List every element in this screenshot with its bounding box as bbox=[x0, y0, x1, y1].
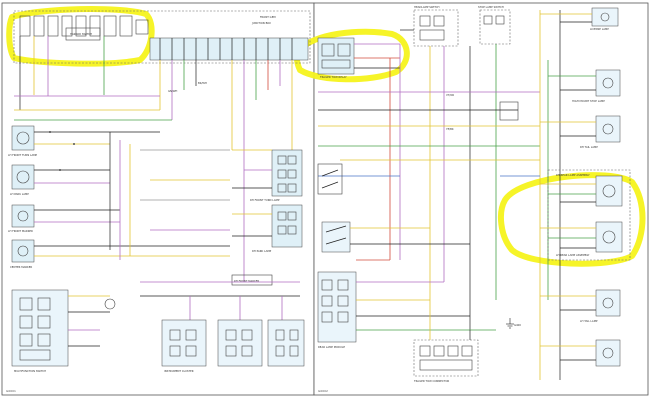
rh-rear-lamp-assembly bbox=[595, 175, 623, 207]
stop-lamp-switch bbox=[321, 221, 351, 253]
lh-front-marker bbox=[11, 204, 35, 228]
connector-c2 bbox=[217, 319, 263, 367]
lh-front-marker-label: LH FRONT MARKER bbox=[8, 229, 33, 233]
center-marker-group: CENTER MARKER bbox=[10, 239, 230, 269]
high-mount-stop-group: HIGH MOUNT STOP LAMP bbox=[548, 69, 621, 103]
center-marker-label: CENTER MARKER bbox=[10, 265, 32, 269]
high-mount-stop-lamp bbox=[595, 69, 621, 97]
highlight-top-center bbox=[294, 28, 410, 83]
connector-c3 bbox=[267, 319, 305, 367]
lh-front-turn-lamp bbox=[11, 125, 35, 151]
ground-g400-label: G400 bbox=[514, 323, 521, 327]
splice-ladder bbox=[109, 132, 230, 260]
rh-tail-lamp bbox=[595, 115, 621, 143]
rear-lamp-module-label: REAR LAMP MODULE bbox=[318, 345, 345, 349]
instrument-cluster-connectors: INSTRUMENT CLUSTER bbox=[161, 296, 305, 373]
trailer-tow-relay-block: TRAILER TOW RELAY bbox=[317, 37, 400, 79]
license-lamp-group: LICENSE LAMP bbox=[540, 7, 619, 31]
rh-front-marker-group: RH FRONT MARKER bbox=[140, 274, 300, 297]
left-page-number: G0001 bbox=[6, 389, 16, 393]
trailer-tow-label: TRAILER TOW CONNECTOR bbox=[414, 379, 449, 383]
connector-c1 bbox=[161, 319, 207, 367]
ground-g400: G400 bbox=[506, 318, 521, 329]
lh-rear-lamp-label: LH REAR LAMP ASSEMBLY bbox=[556, 253, 590, 257]
lh-front-turn-label: LH FRONT TURN LAMP bbox=[8, 153, 37, 157]
front-gem-module-box bbox=[13, 10, 311, 64]
lh-park-lamp-label: LH PARK LAMP bbox=[10, 192, 29, 196]
high-mount-label: HIGH MOUNT STOP LAMP bbox=[572, 99, 605, 103]
highlight-marks bbox=[6, 5, 646, 267]
lh-tail-lamp-label: LH TAIL LAMP bbox=[580, 319, 598, 323]
headlamp-switch-label: HEADLAMP SWITCH bbox=[414, 5, 439, 9]
rh-front-marker-label: RH FRONT MARKER bbox=[234, 279, 259, 283]
stop-lamp-switch-label: STOP LAMP SWITCH bbox=[478, 5, 504, 9]
rear-side-marker-lamp bbox=[595, 339, 621, 367]
rh-rear-lamp-label: RH REAR LAMP ASSEMBLY bbox=[556, 173, 590, 177]
multifunction-switch-block: MULTIFUNCTION SWITCH bbox=[11, 289, 116, 373]
wire-label-bk-wh: BK/WH bbox=[198, 81, 207, 85]
highlight-top-left bbox=[6, 5, 155, 67]
hazard-switch-label: HAZARD SWITCH bbox=[70, 32, 92, 36]
trailer-tow-relay-label: TRAILER TOW RELAY bbox=[320, 75, 347, 79]
wire-label-vt-or: VT/OR bbox=[446, 93, 454, 97]
wires-right-trunk bbox=[318, 29, 540, 330]
rh-rear-lamp-assembly-group: RH REAR LAMP ASSEMBLY bbox=[540, 169, 631, 261]
rear-lamp-module bbox=[317, 271, 357, 343]
rh-park-lamp bbox=[271, 204, 303, 248]
rh-tail-lamp-group: RH TAIL LAMP bbox=[540, 115, 621, 149]
headlamp-switch-box bbox=[413, 9, 459, 47]
front-gem-label: FRONT GEM bbox=[260, 15, 276, 19]
rh-front-turn-lamp bbox=[271, 149, 303, 197]
center-marker bbox=[11, 239, 35, 263]
wire-label-ye-bk: YE/BK bbox=[446, 127, 454, 131]
fuse-strip-left: HAZARD SWITCH bbox=[19, 15, 149, 41]
right-page-number: G0002 bbox=[318, 389, 328, 393]
connector-pins-strip: FRONT GEM JUNCTION BOX bbox=[149, 15, 309, 61]
rear-lamp-assembly-box bbox=[547, 169, 631, 261]
relay-switch-group bbox=[317, 163, 470, 253]
lh-tail-lamp bbox=[595, 289, 621, 317]
junction-box-label: JUNCTION BOX bbox=[251, 21, 271, 25]
rear-lamp-module-block: REAR LAMP MODULE bbox=[317, 259, 496, 349]
trailer-tow-connector bbox=[413, 339, 479, 377]
wire-label-gn-wh: GN/WH bbox=[168, 89, 177, 93]
lh-rear-lamp-assembly-group: LH REAR LAMP ASSEMBLY bbox=[540, 221, 623, 257]
trailer-tow-connector-block: TRAILER TOW CONNECTOR bbox=[413, 300, 479, 383]
instrument-cluster-label: INSTRUMENT CLUSTER bbox=[164, 369, 194, 373]
bottom-right-lamp-group bbox=[540, 339, 621, 367]
connector-mid-right bbox=[499, 101, 540, 177]
license-lamp-label: LICENSE LAMP bbox=[590, 27, 609, 31]
highlight-right bbox=[497, 172, 646, 267]
license-lamp bbox=[591, 7, 619, 27]
lh-park-lamp-group: LH PARK LAMP bbox=[10, 164, 110, 196]
headlamp-switch-block: HEADLAMP SWITCH STOP LAMP SWITCH bbox=[413, 5, 511, 47]
multifunction-switch-label: MULTIFUNCTION SWITCH bbox=[14, 369, 46, 373]
wires-left-trunk bbox=[14, 36, 293, 282]
lh-tail-lamp-group: LH TAIL LAMP bbox=[540, 289, 621, 323]
rh-park-lamp-label: RH PARK LAMP bbox=[252, 249, 272, 253]
rh-tail-lamp-label: RH TAIL LAMP bbox=[580, 145, 598, 149]
lh-rear-lamp-assembly bbox=[595, 221, 623, 253]
rh-front-turn-lamp-group: RH FRONT TURN LAMP bbox=[232, 149, 303, 202]
lh-park-lamp bbox=[11, 164, 35, 190]
rh-park-lamp-group: RH PARK LAMP bbox=[232, 204, 303, 253]
rh-front-turn-label: RH FRONT TURN LAMP bbox=[250, 198, 280, 202]
lh-front-turn-lamp-group: LH FRONT TURN LAMP bbox=[8, 125, 160, 157]
lh-front-marker-group: LH FRONT MARKER bbox=[8, 204, 120, 233]
